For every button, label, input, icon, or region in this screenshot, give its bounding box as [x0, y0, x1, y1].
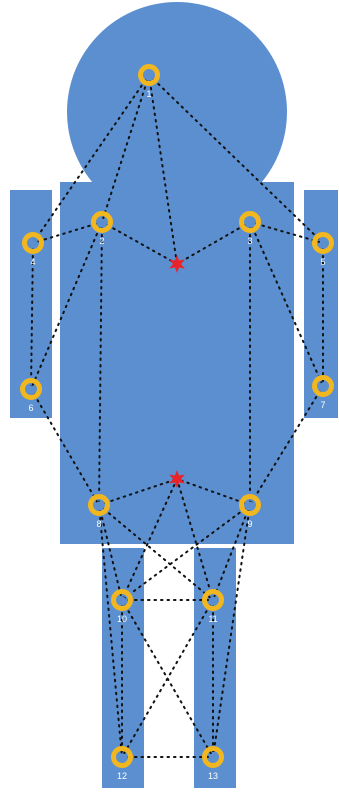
joint-center — [320, 240, 327, 247]
joint-label: 2 — [99, 236, 104, 246]
joint-center — [210, 754, 217, 761]
joint-label: 5 — [320, 257, 325, 267]
joint-center — [119, 597, 126, 604]
joint-center — [99, 219, 106, 226]
joint-center — [210, 597, 217, 604]
joint-center — [96, 502, 103, 509]
body-silhouette — [10, 2, 338, 788]
joint-label: 9 — [247, 519, 252, 529]
joint-center — [146, 72, 153, 79]
joint-center — [28, 386, 35, 393]
joint-label: 4 — [30, 257, 35, 267]
joint-center — [320, 383, 327, 390]
joint-label: 1 — [146, 89, 151, 99]
joint-label: 10 — [117, 614, 127, 624]
joint-label: 13 — [208, 771, 218, 781]
joint-label: 8 — [96, 519, 101, 529]
joint-center — [247, 502, 254, 509]
joint-label: 11 — [208, 614, 217, 624]
joint-label: 12 — [117, 771, 127, 781]
joint-center — [30, 240, 37, 247]
right-leg-shape — [194, 548, 236, 788]
joint-label: 3 — [247, 236, 252, 246]
left-leg-shape — [102, 548, 144, 788]
joint-center — [119, 754, 126, 761]
joint-label: 6 — [28, 403, 33, 413]
torso-shape — [60, 182, 294, 544]
joint-center — [247, 219, 254, 226]
joint-label: 7 — [320, 400, 325, 410]
